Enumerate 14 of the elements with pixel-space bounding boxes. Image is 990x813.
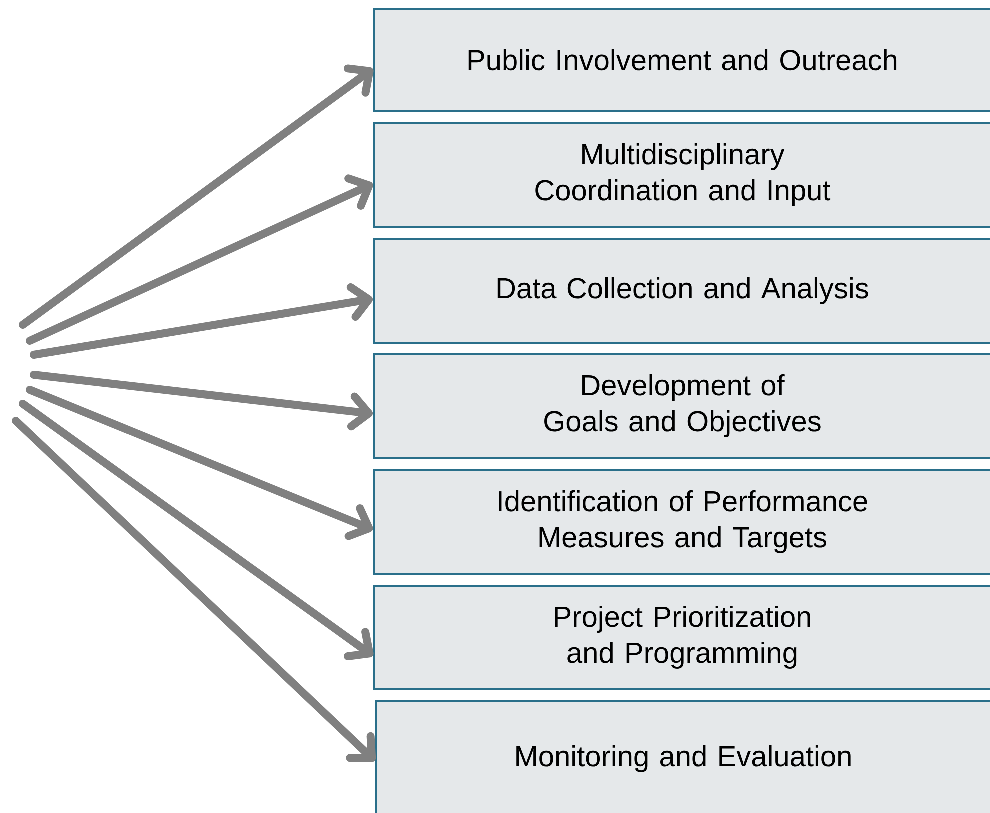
process-box: Development of Goals and Objectives (373, 353, 990, 459)
process-box: Project Prioritization and Programming (373, 585, 990, 690)
arrow (30, 371, 374, 431)
process-box: Multidisciplinary Coordination and Input (373, 122, 990, 228)
process-box: Data Collection and Analysis (373, 238, 990, 344)
process-box: Monitoring and Evaluation (375, 700, 990, 813)
arrow (19, 400, 374, 660)
arrow (12, 417, 376, 762)
arrow (26, 174, 374, 345)
arrow (30, 283, 374, 359)
process-box: Public Involvement and Outreach (373, 8, 990, 112)
arrow (26, 386, 374, 540)
process-box: Identification of Performance Measures and Targets (373, 469, 990, 575)
arrow (19, 64, 374, 329)
